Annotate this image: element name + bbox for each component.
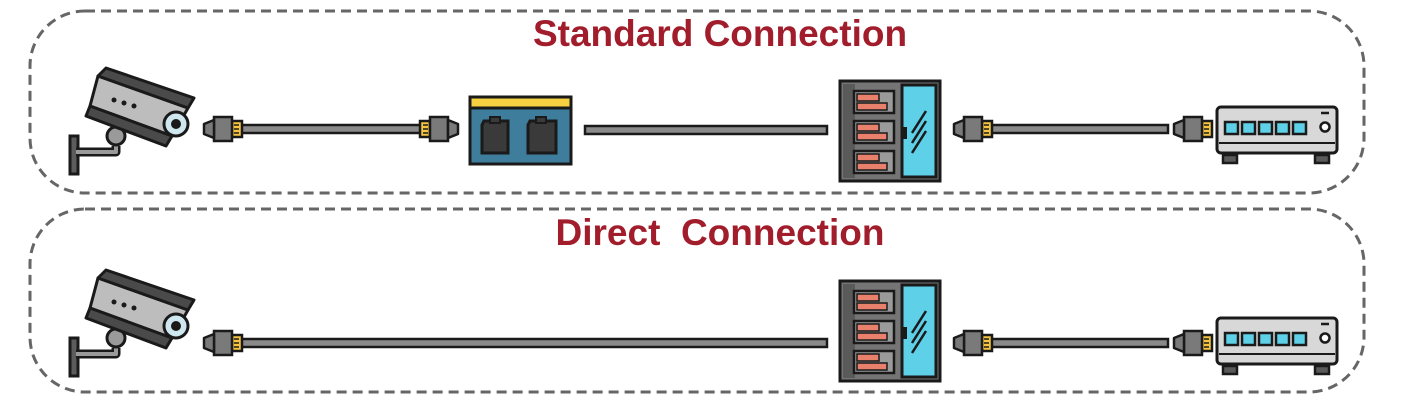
cable-camera-to-wall-jack [202,115,460,143]
standard-section-title: Standard Connection [533,13,907,54]
rj45-connector-icon [952,115,994,143]
wall-jack-icon [468,95,573,166]
security-camera-icon [70,270,194,376]
cable-wall-jack-to-patch-panel [583,124,829,136]
rj45-connector-icon [202,329,244,357]
patch-panel-icon [838,79,942,183]
direct-section-title: Direct Connection [556,212,885,253]
cable-camera-to-patch-panel [202,329,829,357]
direct-section-border [28,207,1366,394]
rj45-connector-icon [952,329,994,357]
cable-patch-panel-to-switch [952,115,1214,143]
security-camera-icon [70,68,194,174]
rj45-connector-icon [418,115,460,143]
rj45-connector-icon [1172,329,1214,357]
network-switch-icon [1215,105,1339,165]
network-switch-icon [1215,316,1339,376]
cable-patch-panel-to-switch [952,329,1214,357]
rj45-connector-icon [202,115,244,143]
standard-section-border [28,9,1366,195]
direct-connection-section: Direct Connection [28,207,1366,394]
rj45-connector-icon [1172,115,1214,143]
standard-connection-section: Standard Connection [28,9,1366,195]
patch-panel-icon [838,279,942,383]
